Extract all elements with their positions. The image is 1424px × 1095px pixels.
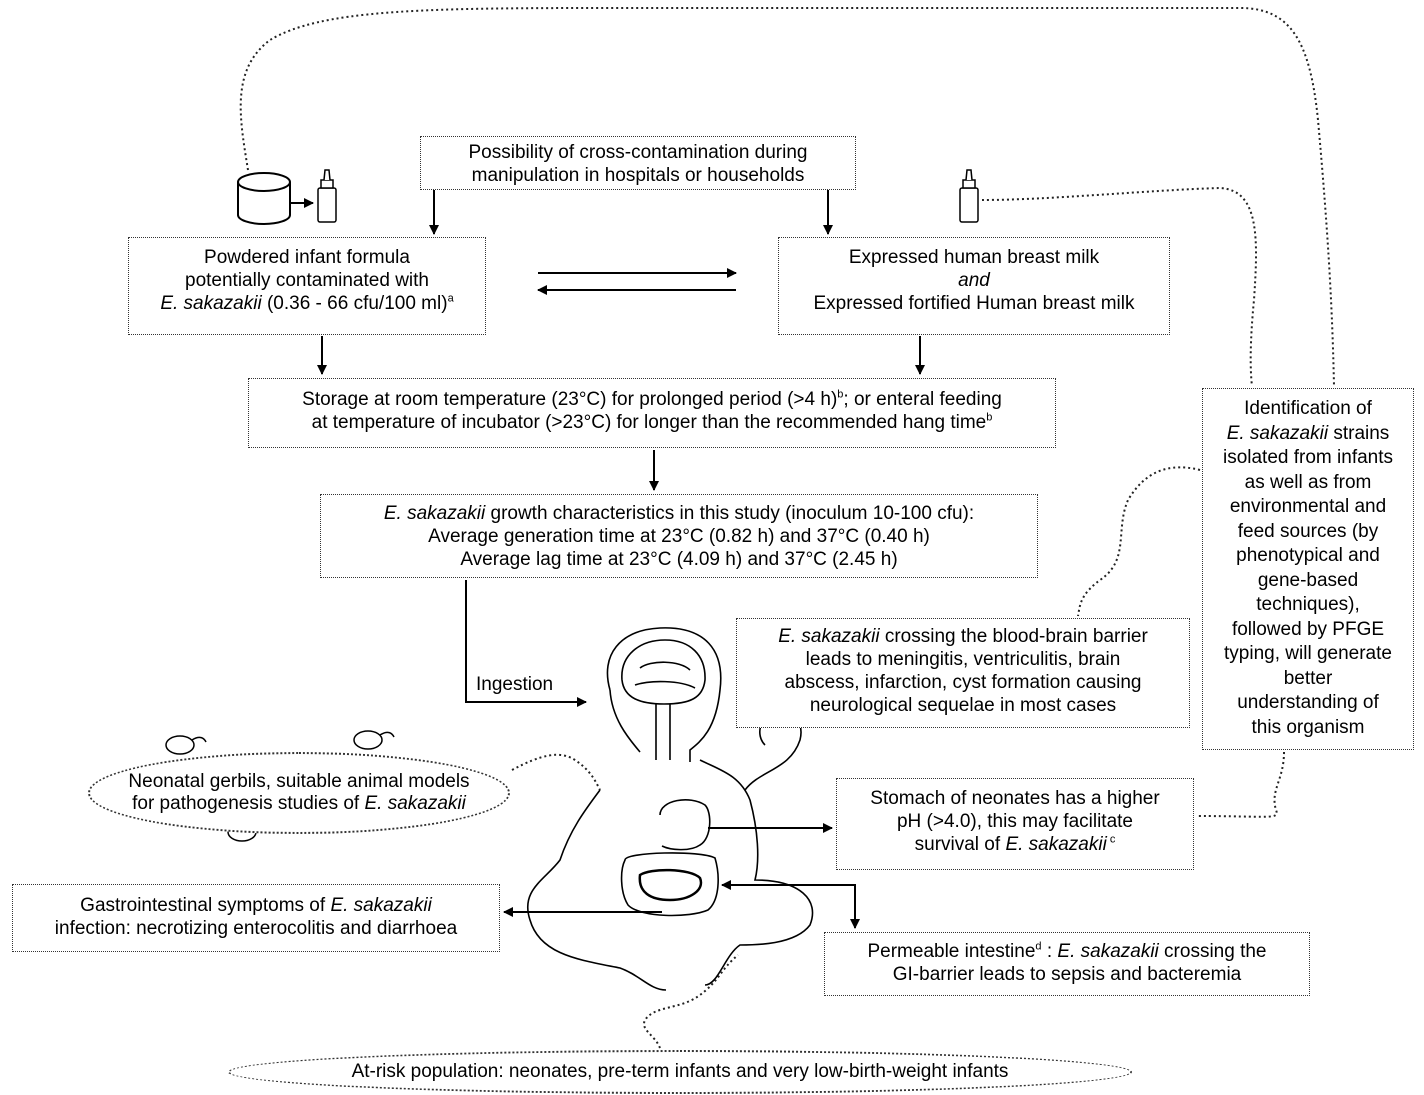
storage-line-2: at temperature of incubator (>23°C) for … — [311, 411, 993, 433]
breast-milk-box: Expressed human breast milk and Expresse… — [778, 237, 1170, 335]
dotted-loop-formula-to-identification — [239, 7, 1335, 387]
infant-illustration — [527, 627, 814, 991]
baby-bottle-icon-2 — [959, 169, 979, 223]
brain-line-4: neurological sequelae in most cases — [809, 695, 1117, 716]
stomach-line-3: survival of E. sakazakii c — [914, 833, 1116, 855]
cross-contamination-line-2: manipulation in hospitals or households — [471, 165, 805, 186]
dotted-identification-to-stomach — [1195, 751, 1285, 818]
organism-name: E. sakazakii — [160, 293, 262, 314]
at-risk-text: At-risk population: neonates, pre-term i… — [351, 1061, 1009, 1082]
dotted-atrisk-to-infant — [643, 954, 739, 1049]
permeable-intestine-box: Permeable intestined : E. sakazakii cros… — [824, 932, 1310, 996]
breast-milk-line-3: Expressed fortified Human breast milk — [813, 293, 1135, 314]
brain-line-1: E. sakazakii crossing the blood-brain ba… — [778, 626, 1148, 647]
breast-milk-line-1: Expressed human breast milk — [848, 247, 1100, 268]
formula-box: Powdered infant formula potentially cont… — [128, 237, 486, 335]
permeable-line-2: GI-barrier leads to sepsis and bacteremi… — [892, 964, 1242, 985]
gerbil-icon — [165, 735, 207, 755]
permeable-line-1: Permeable intestined : E. sakazakii cros… — [867, 940, 1267, 962]
gi-line-2: infection: necrotizing enterocolitis and… — [54, 918, 458, 939]
gerbil-oval: Neonatal gerbils, suitable animal models… — [88, 752, 510, 834]
gi-line-1: Gastrointestinal symptoms of E. sakazaki… — [80, 895, 432, 916]
brain-line-3: abscess, infarction, cyst formation caus… — [784, 672, 1142, 693]
brain-box: E. sakazakii crossing the blood-brain ba… — [736, 618, 1190, 728]
storage-box: Storage at room temperature (23°C) for p… — [248, 378, 1056, 448]
ingestion-label: Ingestion — [476, 674, 554, 695]
formula-line-3: E. sakazakii (0.36 - 66 cfu/100 ml)a — [160, 292, 454, 314]
formula-can-icon — [237, 172, 291, 225]
baby-bottle-icon — [317, 169, 337, 223]
gerbil-line-1: Neonatal gerbils, suitable animal models — [128, 771, 470, 792]
dotted-identification-to-brain — [1077, 466, 1201, 617]
growth-line-1: E. sakazakii growth characteristics in t… — [383, 503, 975, 524]
gi-symptoms-box: Gastrointestinal symptoms of E. sakazaki… — [12, 884, 500, 952]
cross-contamination-line-1: Possibility of cross-contamination durin… — [468, 142, 808, 163]
gerbil-icon-2 — [353, 730, 395, 750]
brain-line-2: leads to meningitis, ventriculitis, brai… — [805, 649, 1121, 670]
formula-line-2: potentially contaminated with — [185, 270, 429, 291]
growth-line-3: Average lag time at 23°C (4.09 h) and 37… — [460, 549, 898, 570]
stomach-box: Stomach of neonates has a higher pH (>4.… — [836, 778, 1194, 870]
breast-milk-line-2: and — [958, 270, 990, 291]
growth-box: E. sakazakii growth characteristics in t… — [320, 494, 1038, 578]
cross-contamination-box: Possibility of cross-contamination durin… — [420, 136, 856, 190]
at-risk-oval: At-risk population: neonates, pre-term i… — [228, 1050, 1132, 1094]
gerbil-line-2: for pathogenesis studies of E. sakazakii — [132, 793, 466, 814]
identification-box: Identification of E. sakazakii strains i… — [1202, 388, 1414, 750]
storage-line-1: Storage at room temperature (23°C) for p… — [302, 388, 1002, 410]
growth-line-2: Average generation time at 23°C (0.82 h)… — [428, 526, 930, 547]
dotted-gerbil-to-infant — [511, 753, 601, 791]
stomach-line-1: Stomach of neonates has a higher — [870, 788, 1160, 809]
formula-line-1: Powdered infant formula — [204, 247, 410, 268]
stomach-line-2: pH (>4.0), this may facilitate — [896, 811, 1133, 832]
dotted-bottle-to-identification — [981, 186, 1257, 387]
